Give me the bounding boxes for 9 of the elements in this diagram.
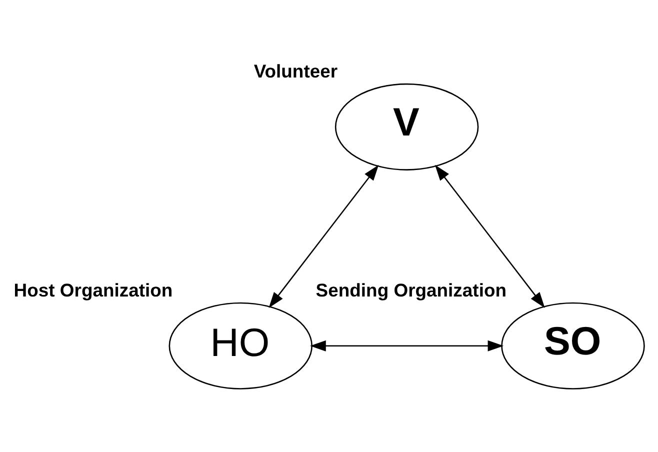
node-label: Volunteer [254,60,338,82]
arrow [268,164,379,308]
node-ellipse: V [334,82,479,170]
node-ellipse: SO [501,302,645,389]
node-label: Host Organization [14,279,173,300]
node-ellipse: HO [168,302,313,389]
node-label: Sending Organization [316,279,506,300]
arrow [434,164,545,308]
arrow [310,340,504,351]
